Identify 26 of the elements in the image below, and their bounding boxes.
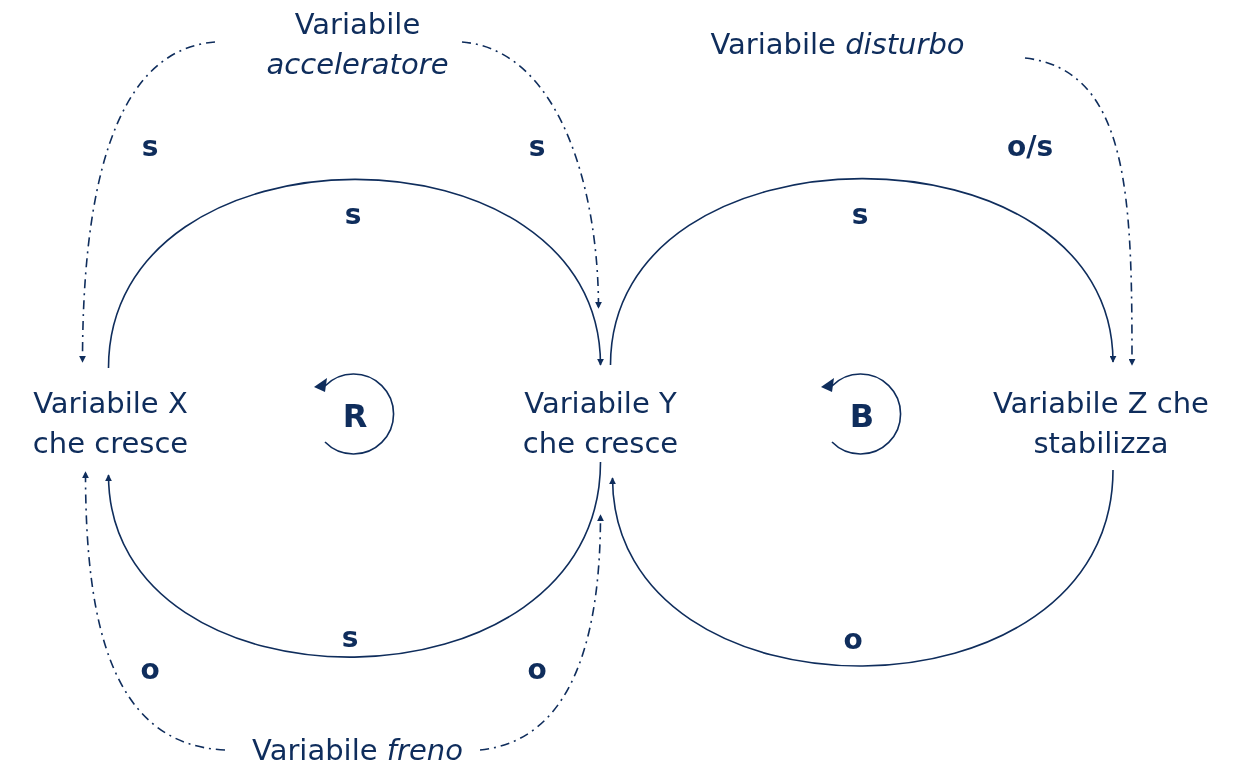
node-label: Variabile disturbo: [709, 26, 966, 63]
edge-label: o: [843, 625, 863, 655]
node-label: Variabile Z che stabilizza: [992, 385, 1210, 462]
arrow: [106, 461, 602, 658]
dashed-arrow: [79, 41, 216, 363]
node-label: Variabile freno: [251, 732, 464, 769]
dashed-arrow: [1024, 57, 1136, 366]
loop-label: R: [342, 399, 368, 433]
node-label: Variabile X che cresce: [31, 385, 190, 462]
dashed-arrow: [461, 41, 602, 309]
arrow: [107, 178, 603, 369]
edge-label: s: [851, 200, 869, 230]
loop-label: B: [849, 399, 875, 433]
node-label: Variabile Y che cresce: [521, 385, 680, 462]
edge-label: s: [341, 623, 359, 653]
dashed-arrow: [82, 471, 226, 751]
arrow: [609, 177, 1116, 366]
edge-label: o/s: [1006, 132, 1054, 162]
edge-label: s: [528, 132, 546, 162]
arrow: [610, 469, 1114, 667]
edge-label: o: [527, 655, 547, 685]
edge-label: s: [344, 200, 362, 230]
edge-label: s: [141, 132, 159, 162]
edge-label: o: [140, 655, 160, 685]
node-label: Variabile acceleratore: [265, 6, 450, 83]
dashed-arrow: [479, 514, 604, 751]
